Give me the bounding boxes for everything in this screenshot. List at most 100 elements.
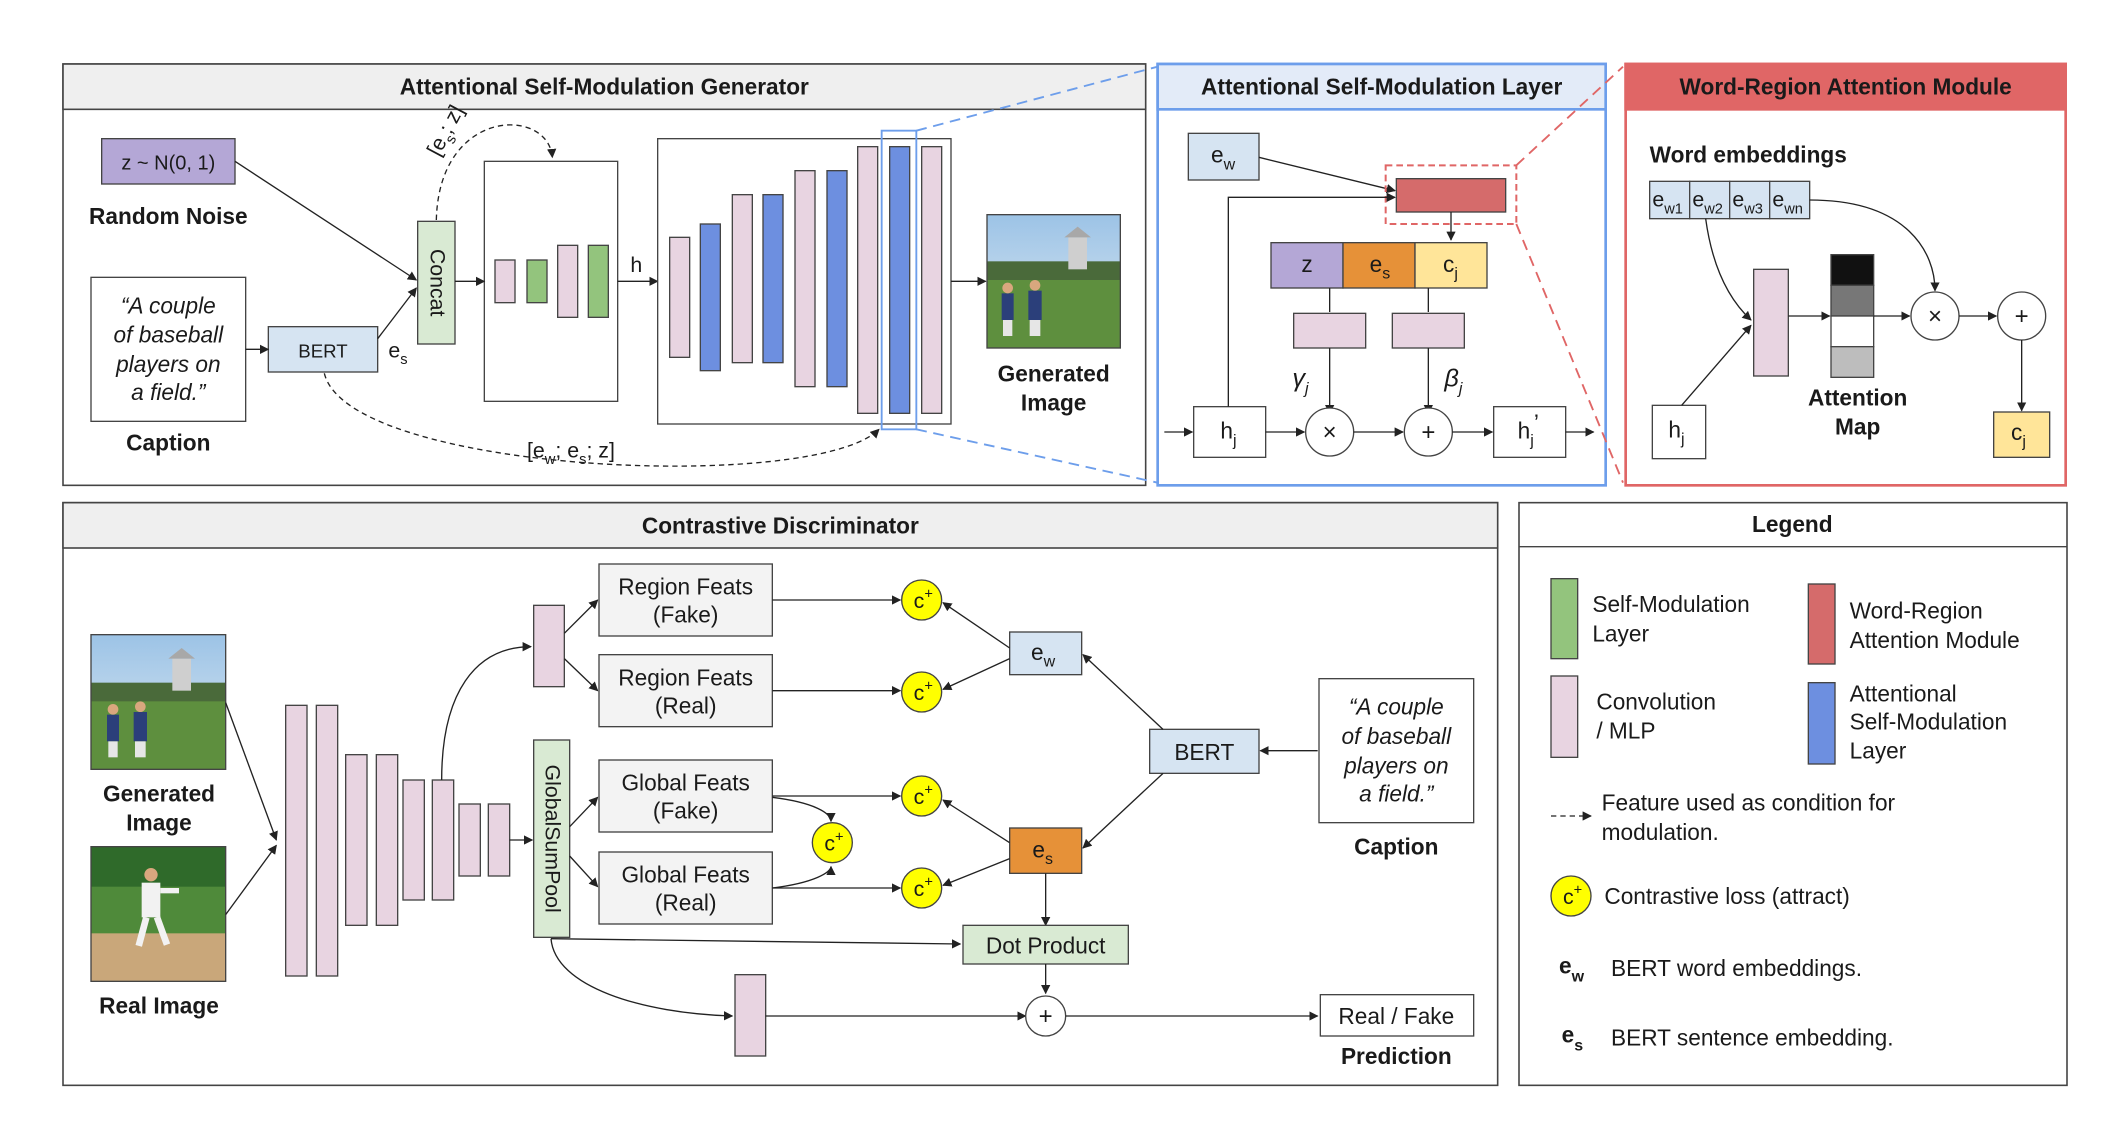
wr-embedding-4 <box>1768 180 1811 220</box>
h-label: h <box>630 253 642 277</box>
contrastive-node-4: c+ <box>901 867 943 909</box>
legend-panel: Legend Self-Modulation Layer Word-Region… <box>1518 501 2068 1087</box>
asm-attention-module <box>1395 177 1507 213</box>
disc-caption-box <box>1318 678 1475 824</box>
wr-embedding-1 <box>1648 180 1691 220</box>
gen-attn-1 <box>699 223 721 372</box>
disc-caption-line-4: a field.” <box>1359 780 1435 806</box>
wr-attention-label-2: Map <box>1835 414 1880 440</box>
legend-attn-line-2: Self-Modulation <box>1850 708 2007 734</box>
prediction-label: Prediction <box>1341 1043 1452 1069</box>
word-region-panel: Word-Region Attention Module Word embedd… <box>1624 62 2067 487</box>
gen-attn-3 <box>826 169 848 388</box>
wr-cj-label: cj <box>2011 419 2026 451</box>
disc-plus-symbol: + <box>1039 1003 1053 1030</box>
gen-conv-3 <box>669 236 691 358</box>
bert-box <box>267 326 379 373</box>
caption-box <box>90 276 247 422</box>
bottom-cond-label: [ew; es; z] <box>527 438 615 468</box>
disc-conv-6 <box>431 779 455 901</box>
asm-z-box <box>1270 241 1344 289</box>
region-feats-fake-line-1: Region Feats <box>618 574 753 600</box>
disc-caption-label: Caption <box>1354 834 1438 860</box>
legend-selfmod-swatch <box>1550 578 1579 660</box>
legend-attn-line-3: Layer <box>1850 738 1907 764</box>
zoom-highlight <box>880 129 918 431</box>
wr-hj-box <box>1651 404 1707 460</box>
dot-product-label: Dot Product <box>986 932 1106 958</box>
gen-selfmod-1 <box>526 259 548 304</box>
gen-conv-5 <box>794 169 816 388</box>
wr-embedding-3-label: ew3 <box>1732 188 1763 218</box>
contrastive-node-2: c+ <box>901 671 943 713</box>
disc-generated-label-2: Image <box>126 810 191 836</box>
region-feats-real-line-1: Region Feats <box>618 664 753 690</box>
generated-label-2: Image <box>1021 390 1086 416</box>
legend-selfmod-line-2: Layer <box>1592 620 1649 646</box>
wr-embedding-4-label: ewn <box>1772 188 1803 218</box>
legend-attn-line-1: Attentional <box>1850 680 1957 706</box>
wr-embedding-2-label: ew2 <box>1692 188 1723 218</box>
wr-cj-box <box>1992 411 2051 458</box>
generator-panel: Attentional Self-Modulation Generator z … <box>62 63 1158 487</box>
global-feats-real-box <box>598 851 773 925</box>
legend-wordregion-swatch <box>1807 583 1836 665</box>
disc-conv-5 <box>402 779 425 901</box>
asm-gamma-mlp <box>1292 312 1367 349</box>
region-feats-fake-box <box>598 563 773 637</box>
wr-attention-cell-2 <box>1830 284 1875 317</box>
gen-conv-2 <box>557 244 579 318</box>
disc-conv-4 <box>375 754 399 926</box>
real-fake-label: Real / Fake <box>1338 1003 1454 1029</box>
legend-ew-text: BERT word embeddings. <box>1611 955 1862 981</box>
global-feats-real-line-2: (Real) <box>655 890 717 916</box>
wr-embedding-strip: ew1 ew2 ew3 ewn <box>1648 180 1811 220</box>
wr-attention-label-1: Attention <box>1808 384 1907 410</box>
asm-es-label: es <box>1370 251 1391 283</box>
contrastive-node-global: c+ <box>811 822 853 864</box>
disc-bert-box <box>1149 728 1260 774</box>
global-feats-fake-line-1: Global Feats <box>621 770 749 796</box>
disc-ew-box <box>1008 631 1083 676</box>
legend-conv-line-1: Convolution <box>1596 688 1716 714</box>
legend-wordregion-line-1: Word-Region <box>1850 598 1983 624</box>
wr-hj-label: hj <box>1668 416 1684 448</box>
noise-box <box>100 137 236 185</box>
asm-attention-highlight <box>1384 164 1518 225</box>
asm-hj-box <box>1192 406 1267 458</box>
global-feats-fake-box <box>598 759 773 833</box>
legend-conv-line-2: / MLP <box>1596 718 1655 744</box>
svg-text:c+: c+ <box>914 679 933 705</box>
asm-hj-prime-label: hj’ <box>1518 410 1539 450</box>
gen-attn-2 <box>762 193 784 364</box>
gen-conv-6 <box>857 146 879 414</box>
asm-ew-label: ew <box>1211 142 1236 174</box>
disc-region-proj <box>533 604 565 688</box>
global-sum-pool-box <box>533 739 571 938</box>
disc-generated-image <box>90 634 227 770</box>
asm-z-label: z <box>1301 251 1312 277</box>
region-feats-real-line-2: (Real) <box>655 692 717 718</box>
disc-caption-line-1: “A couple <box>1349 694 1444 720</box>
bert-label: BERT <box>298 340 347 361</box>
asm-layer-panel: Attentional Self-Modulation Layer ew z e… <box>1156 62 1624 487</box>
generator-title: Attentional Self-Modulation Generator <box>400 74 809 100</box>
disc-es-label: es <box>1032 836 1053 868</box>
disc-bert-label: BERT <box>1174 739 1234 765</box>
gen-selfmod-2 <box>587 244 609 318</box>
legend-conv-swatch <box>1550 675 1579 758</box>
asm-gamma-label: γj <box>1292 365 1309 398</box>
wr-title: Word-Region Attention Module <box>1680 74 2012 100</box>
dot-product-box <box>962 924 1129 965</box>
disc-caption-line-3: players on <box>1343 752 1449 778</box>
wr-plus-symbol: + <box>2015 303 2029 330</box>
legend-wordregion-line-2: Attention Module <box>1850 627 2020 653</box>
legend-es-text: BERT sentence embedding. <box>1611 1024 1894 1050</box>
asm-plus-symbol: + <box>1421 419 1435 446</box>
generated-label-1: Generated <box>998 360 1110 386</box>
wr-attention-cell-1 <box>1830 254 1875 286</box>
global-sum-pool-label: GlobalSumPool <box>540 765 564 913</box>
disc-real-image <box>90 846 227 982</box>
